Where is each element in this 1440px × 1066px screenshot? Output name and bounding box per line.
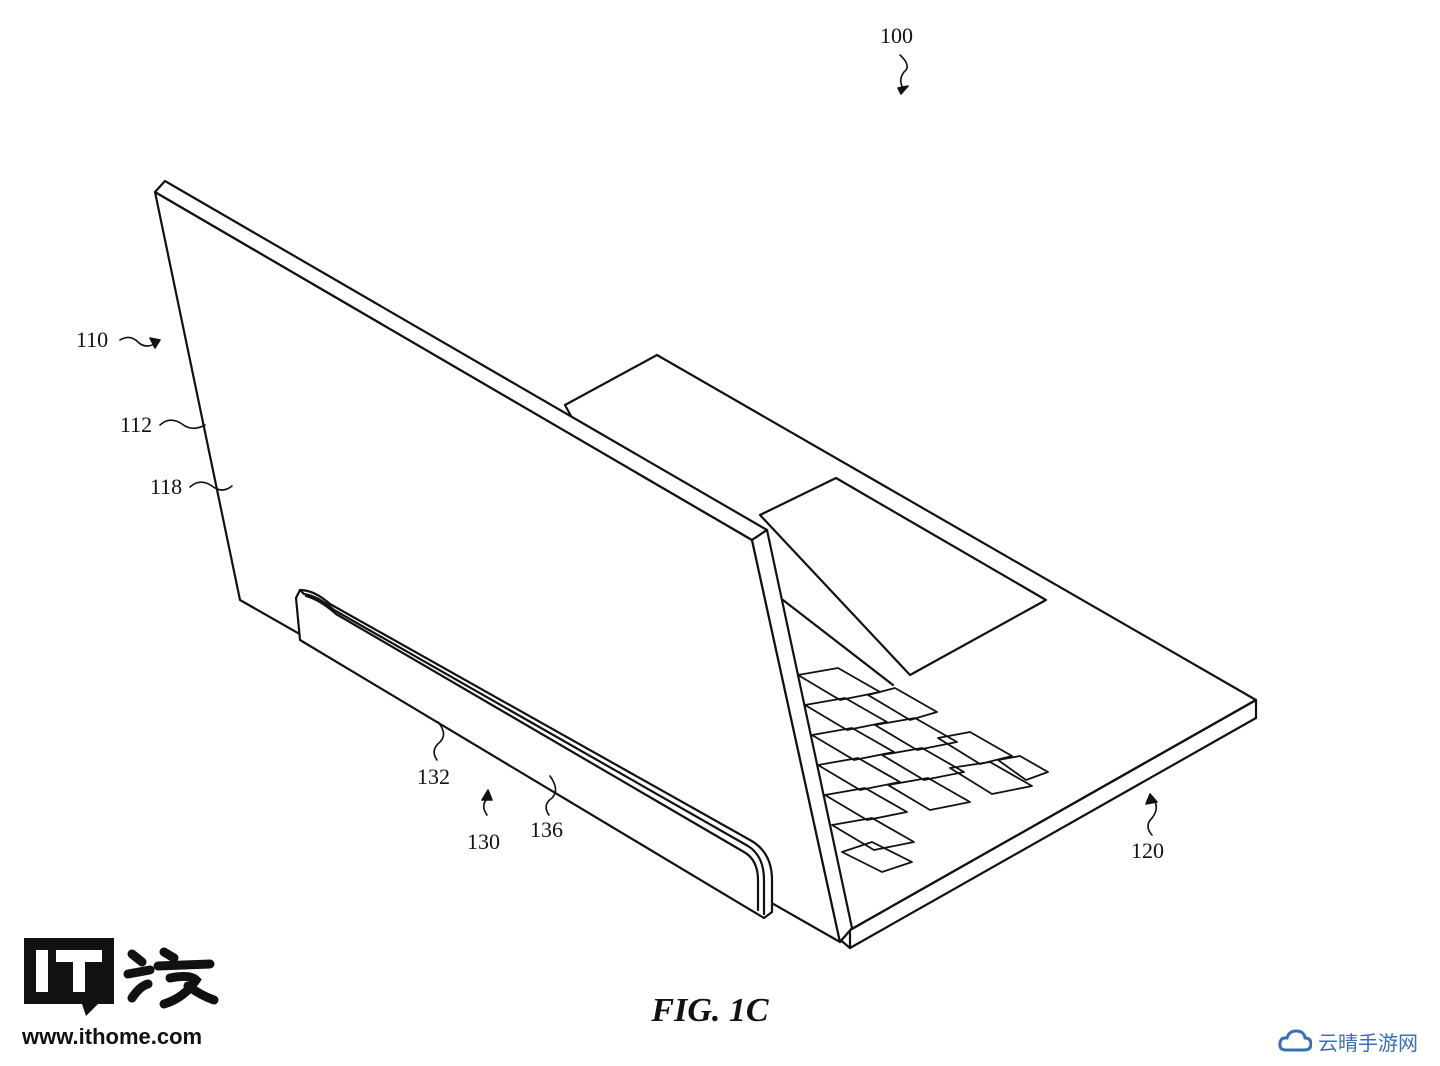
display-side-edge (750, 528, 854, 944)
keyboard (797, 667, 1049, 873)
stand-body (294, 588, 774, 920)
figure-caption: FIG. 1C (651, 992, 769, 1029)
cloud-icon (1278, 1029, 1312, 1052)
key (937, 731, 1013, 765)
ref-120: 120 (1131, 838, 1164, 863)
leader-112 (159, 419, 206, 430)
key (997, 755, 1049, 781)
ref-100: 100 (880, 23, 913, 48)
ref-132: 132 (417, 764, 450, 789)
leader-100 (899, 54, 908, 89)
stand (294, 588, 774, 920)
secondary-watermark: 云晴手游网 (1278, 1024, 1418, 1058)
stand-edge (298, 588, 766, 916)
key (831, 817, 915, 851)
key (949, 761, 1033, 795)
key (841, 841, 913, 873)
ref-110: 110 (76, 327, 108, 352)
ithome-logo (24, 938, 219, 1016)
leader-132 (433, 721, 445, 761)
ref-118: 118 (150, 474, 182, 499)
key (881, 747, 965, 781)
display-housing (153, 179, 854, 944)
key (887, 777, 971, 811)
ithome-url: www.ithome.com (22, 1024, 203, 1049)
leader-120 (1147, 797, 1158, 836)
leader-110 (119, 336, 159, 347)
leader-118 (189, 481, 233, 491)
key (867, 687, 938, 721)
key (824, 787, 908, 821)
leader-136 (545, 775, 557, 816)
leader-lines (119, 54, 1158, 836)
ref-130: 130 (467, 829, 500, 854)
ref-136: 136 (530, 817, 563, 842)
ref-112: 112 (120, 412, 152, 437)
key (874, 717, 958, 751)
trackpad (758, 476, 1048, 677)
base-front-edge (848, 698, 1258, 950)
secondary-watermark-text: 云晴手游网 (1318, 1030, 1418, 1055)
